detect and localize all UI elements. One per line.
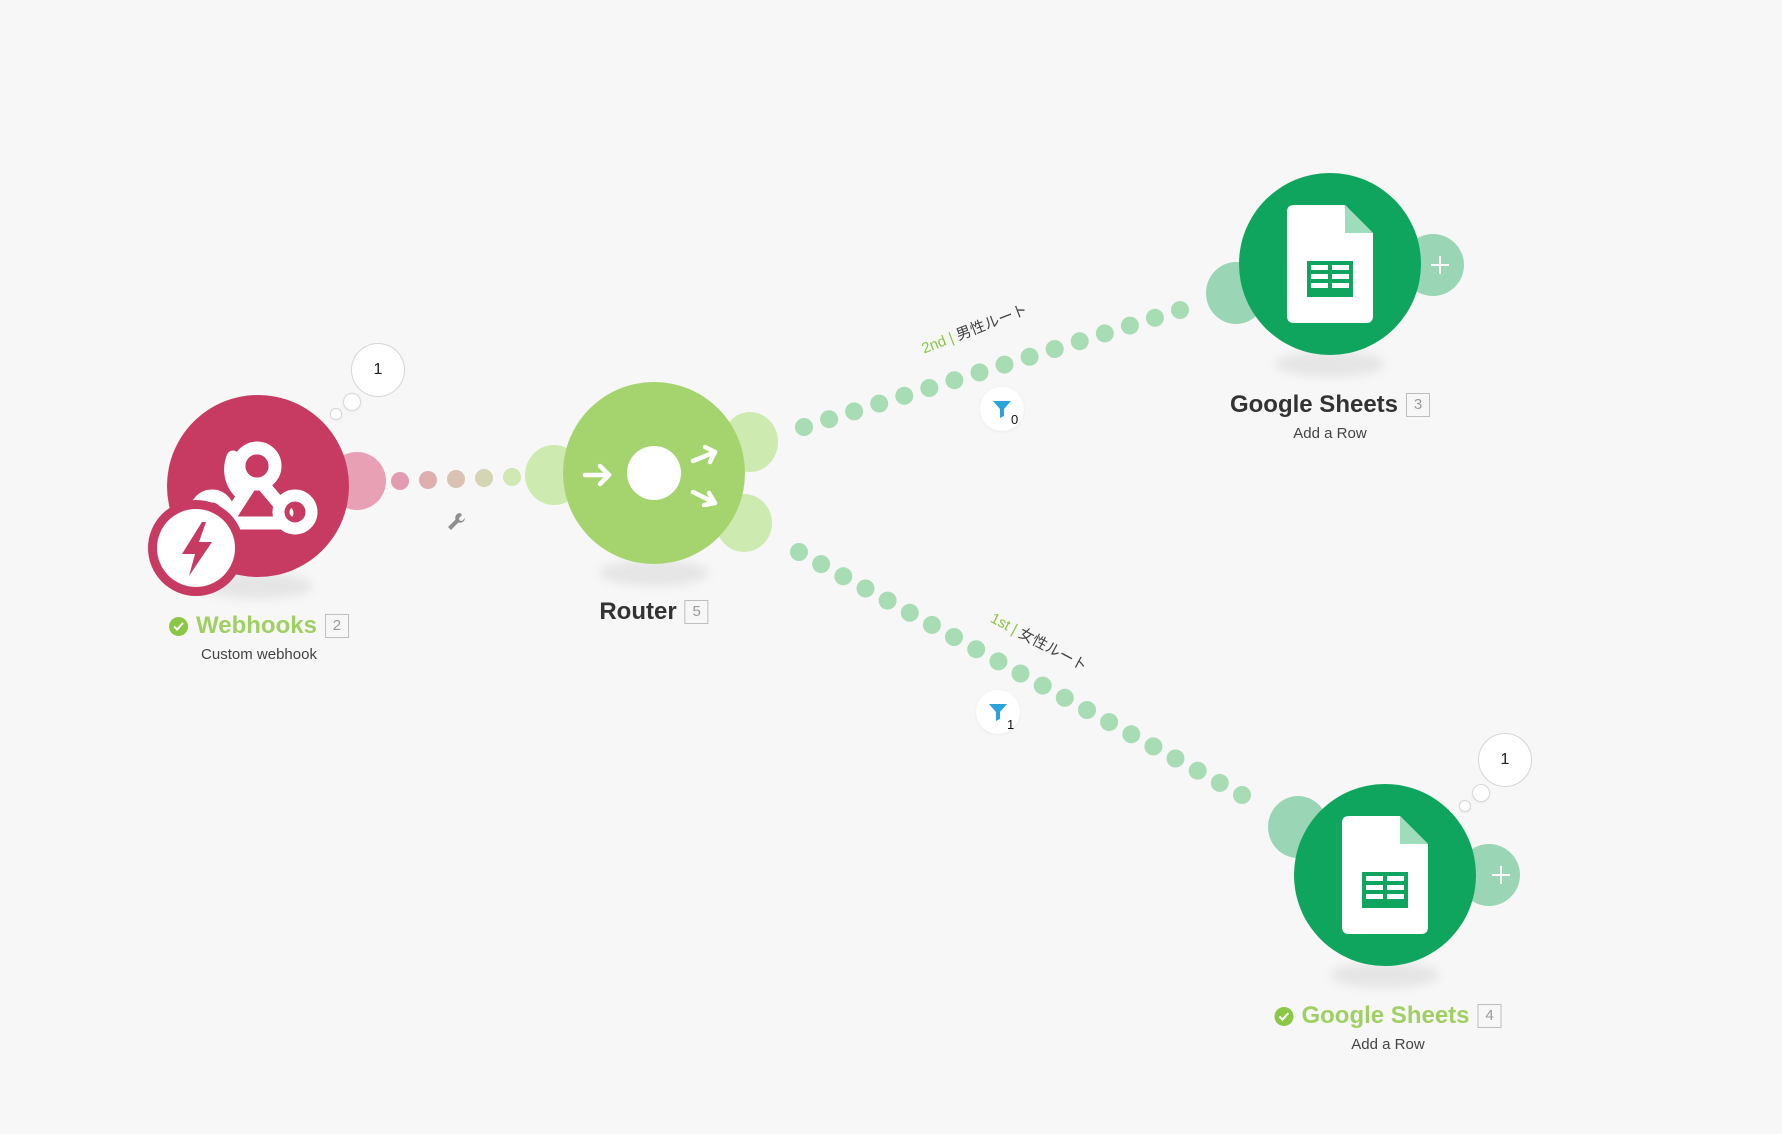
link-dot [995, 355, 1014, 374]
lightning-icon [157, 509, 235, 587]
wrench-icon[interactable] [445, 510, 469, 534]
route-top-filter[interactable]: 0 [980, 387, 1024, 431]
link-dot [1171, 301, 1189, 319]
link-dot [878, 591, 897, 610]
sheets-bottom-title: Google Sheets [1301, 1002, 1470, 1029]
sheets-bottom-label: Google Sheets 4 Add a Row [1274, 1002, 1502, 1053]
link-dot [967, 640, 986, 659]
link-dot [795, 418, 813, 436]
webhooks-bubble-dot-small [330, 408, 342, 420]
link-dot [1020, 347, 1039, 366]
router-label: Router 5 [599, 598, 709, 626]
sheets-bottom-module-number: 4 [1477, 1004, 1502, 1028]
sheets-top-title: Google Sheets [1229, 391, 1399, 418]
webhooks-title: Webhooks [196, 612, 317, 639]
webhooks-bubble-dot [343, 393, 361, 411]
link-dot [812, 555, 831, 574]
link-dot [1188, 761, 1207, 780]
link-dot [1166, 749, 1185, 768]
link-dot [895, 386, 914, 405]
sheets-bottom-operations-bubble[interactable]: 1 [1478, 733, 1532, 787]
link-dot [922, 615, 941, 634]
sheets-top-module-number: 3 [1406, 393, 1431, 417]
link-dot [856, 579, 875, 598]
google-sheets-module-top[interactable] [1239, 173, 1421, 377]
link-dot [391, 472, 409, 490]
link-dot [845, 402, 864, 421]
link-dot [945, 371, 964, 390]
route-bottom-filter[interactable]: 1 [976, 690, 1020, 734]
link-dot [870, 394, 889, 413]
link-dot [920, 379, 939, 397]
webhooks-operations-bubble[interactable]: 1 [351, 343, 405, 397]
route-top-filter-count: 0 [1011, 412, 1019, 427]
link-dot [419, 471, 437, 489]
router-module[interactable] [563, 382, 745, 586]
link-dot [820, 410, 839, 429]
sheets-bottom-bubble-dot [1472, 784, 1490, 802]
google-sheets-module-bottom[interactable] [1294, 784, 1476, 988]
google-sheets-icon [1342, 816, 1428, 934]
link-dot [1145, 308, 1164, 327]
filter-icon [993, 401, 1011, 418]
success-check-icon [1274, 1006, 1294, 1026]
filter-icon [989, 704, 1007, 721]
link-dot [1033, 676, 1052, 695]
router-icon [582, 444, 718, 508]
webhooks-operations-count: 1 [373, 361, 383, 378]
link-dot [790, 543, 808, 561]
link-dot [1122, 725, 1141, 744]
instant-trigger-badge [148, 500, 244, 596]
link-dot [475, 469, 493, 487]
sheets-bottom-bubble-dot-small [1459, 800, 1471, 812]
google-sheets-icon [1287, 205, 1373, 323]
success-check-icon [169, 616, 189, 636]
link-dot [1120, 316, 1139, 335]
router-module-number: 5 [684, 600, 709, 624]
webhooks-subtitle: Custom webhook [201, 646, 317, 663]
link-dot [1078, 701, 1096, 719]
link-dot [1070, 332, 1089, 351]
link-dot [447, 470, 465, 488]
link-dot [970, 363, 989, 382]
link-dot [1095, 324, 1114, 343]
link-webhooks-router[interactable] [391, 468, 521, 490]
plus-icon [1492, 866, 1510, 884]
link-router-sheets-bottom[interactable] [790, 543, 1251, 804]
webhooks-module-number: 2 [324, 614, 349, 638]
link-dot [1210, 773, 1229, 792]
link-dot [1233, 786, 1251, 804]
link-dot [945, 628, 963, 646]
link-dot [834, 567, 853, 586]
link-dot [1144, 737, 1163, 756]
link-dot [1045, 340, 1064, 358]
router-title: Router [599, 598, 677, 625]
webhooks-label: Webhooks 2 Custom webhook [169, 612, 349, 663]
link-dot [1055, 688, 1074, 707]
route-bottom-filter-count: 1 [1007, 717, 1015, 732]
sheets-top-label: Google Sheets 3 Add a Row [1229, 391, 1431, 442]
link-dot [900, 603, 919, 622]
sheets-bottom-subtitle: Add a Row [1351, 1036, 1425, 1053]
sheets-bottom-operations-count: 1 [1500, 751, 1510, 768]
sheets-top-subtitle: Add a Row [1293, 425, 1367, 442]
plus-icon [1431, 256, 1449, 274]
link-dot [1011, 664, 1030, 683]
link-dot [989, 652, 1008, 671]
link-router-sheets-top[interactable] [795, 301, 1189, 436]
link-dot [503, 468, 521, 486]
link-dot [1100, 713, 1119, 732]
